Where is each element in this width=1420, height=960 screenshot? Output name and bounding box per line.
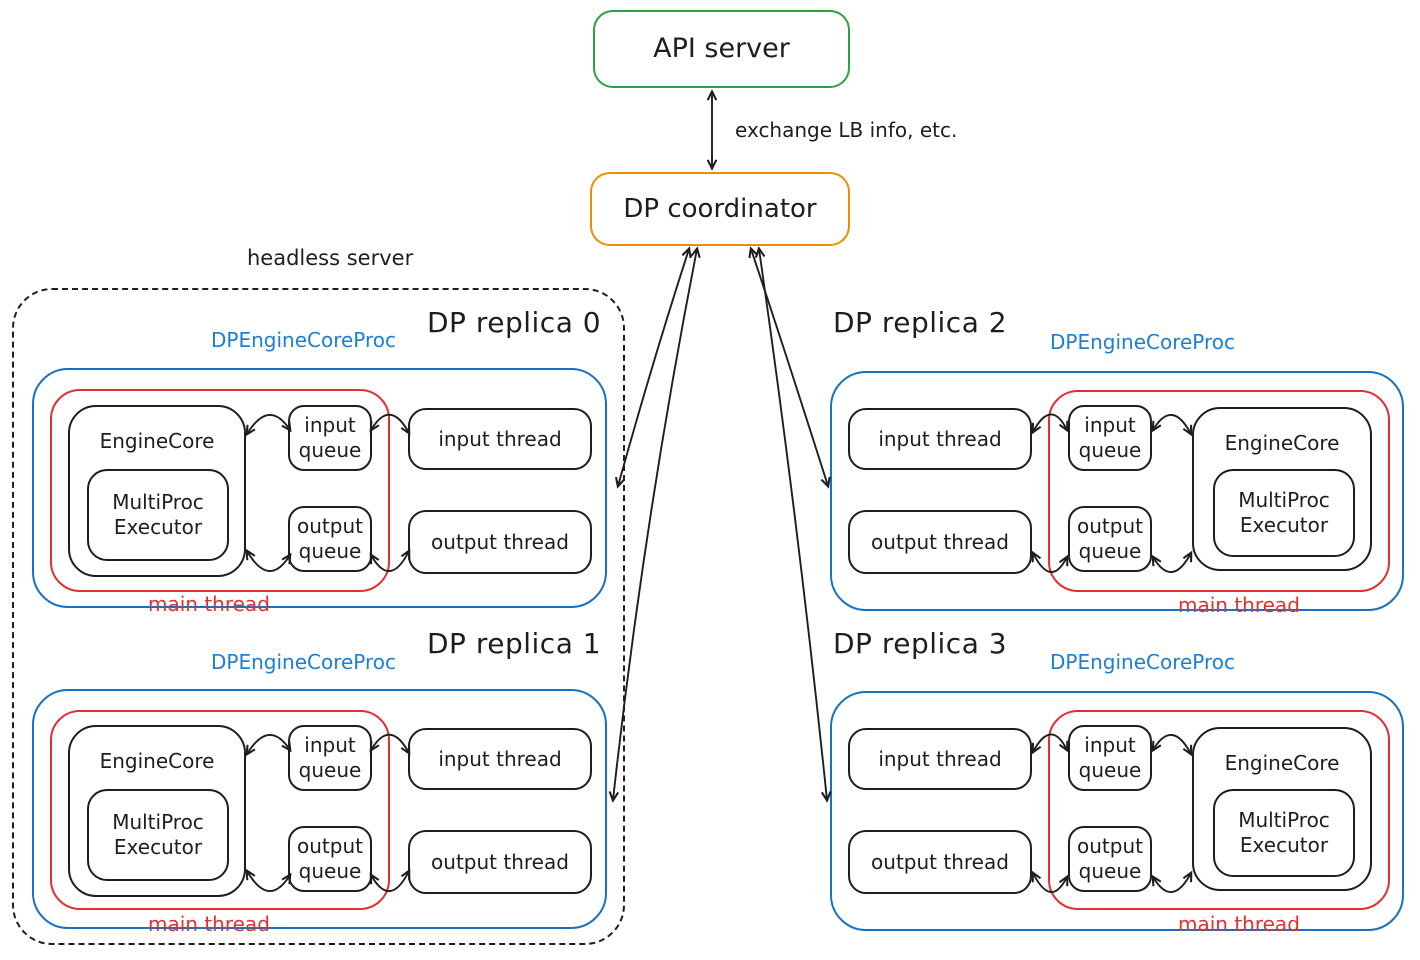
replica-0-input-queue-box: input queue [288, 405, 372, 471]
replica-0-output-queue-box: output queue [288, 506, 372, 572]
arrow-coordinator-replica-3 [759, 249, 827, 800]
replica-0-enginecore-box: EngineCore MultiProc Executor [68, 405, 246, 577]
replica-0-enginecore-label: EngineCore [99, 429, 215, 453]
replica-3-enginecore-box: EngineCore MultiProc Executor [1192, 727, 1372, 891]
replica-1-main-thread-label: main thread [148, 912, 270, 936]
replica-1-input-thread-box: input thread [408, 728, 592, 790]
replica-3-main-thread-label: main thread [1178, 912, 1300, 936]
replica-2-input-queue-box: input queue [1068, 405, 1152, 471]
replica-0-title: DP replica 0 [427, 306, 602, 339]
replica-2-main-thread-box [1048, 390, 1390, 592]
replica-2-main-thread-label: main thread [1178, 593, 1300, 617]
replica-1-input-queue-box: input queue [288, 725, 372, 791]
replica-0-main-thread-label: main thread [148, 592, 270, 616]
replica-0-dpenginecoreproc-box [32, 368, 607, 608]
replica-2-enginecore-label: EngineCore [1224, 431, 1340, 455]
replica-3-output-queue-box: output queue [1068, 826, 1152, 892]
replica-1-dpenginecoreproc-box [32, 689, 607, 929]
replica-3-main-thread-box [1048, 710, 1390, 910]
replica-3-dpenginecoreproc-box [830, 691, 1404, 931]
arrow-coordinator-replica-2 [751, 249, 828, 486]
replica-2-enginecore-box: EngineCore MultiProc Executor [1192, 407, 1372, 571]
replica-3-multiproc-executor-box: MultiProc Executor [1213, 789, 1355, 877]
replica-1-output-queue-box: output queue [288, 826, 372, 892]
replica-2-title: DP replica 2 [833, 306, 1008, 339]
replica-3-title: DP replica 3 [833, 627, 1008, 660]
replica-0-input-thread-box: input thread [408, 408, 592, 470]
api-server-box: API server [593, 10, 850, 88]
replica-3-proc-label: DPEngineCoreProc [1050, 650, 1236, 674]
replica-3-enginecore-label: EngineCore [1224, 751, 1340, 775]
dp-coordinator-box: DP coordinator [590, 172, 850, 246]
replica-1-proc-label: DPEngineCoreProc [211, 650, 397, 674]
replica-0-proc-label: DPEngineCoreProc [211, 328, 397, 352]
replica-3-input-thread-box: input thread [848, 728, 1032, 790]
exchange-lb-info-label: exchange LB info, etc. [735, 118, 958, 142]
replica-2-output-thread-box: output thread [848, 510, 1032, 574]
replica-1-title: DP replica 1 [427, 627, 602, 660]
replica-3-output-thread-box: output thread [848, 830, 1032, 894]
replica-3-input-queue-box: input queue [1068, 725, 1152, 791]
replica-1-main-thread-box [50, 710, 390, 910]
replica-2-output-queue-box: output queue [1068, 506, 1152, 572]
replica-0-main-thread-box [50, 389, 390, 592]
replica-1-output-thread-box: output thread [408, 830, 592, 894]
arrow-coordinator-replica-1 [613, 249, 697, 800]
replica-2-input-thread-box: input thread [848, 408, 1032, 470]
replica-0-multiproc-executor-box: MultiProc Executor [87, 469, 229, 561]
replica-2-multiproc-executor-box: MultiProc Executor [1213, 469, 1355, 557]
arrow-coordinator-replica-0 [618, 249, 689, 486]
replica-1-enginecore-box: EngineCore MultiProc Executor [68, 725, 246, 897]
replica-1-enginecore-label: EngineCore [99, 749, 215, 773]
headless-server-label: headless server [247, 246, 414, 270]
replica-0-output-thread-box: output thread [408, 510, 592, 574]
replica-1-multiproc-executor-box: MultiProc Executor [87, 789, 229, 881]
replica-2-proc-label: DPEngineCoreProc [1050, 330, 1236, 354]
